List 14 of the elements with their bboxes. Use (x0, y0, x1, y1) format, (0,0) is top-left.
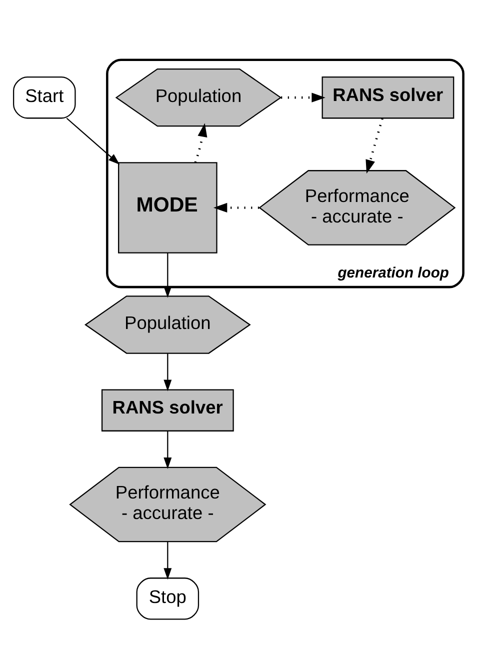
node-box: RANS solver (321, 76, 454, 119)
arrow (212, 202, 259, 213)
arrow (163, 252, 172, 298)
node-box: Start (12, 76, 76, 119)
arrow (365, 118, 383, 174)
arrow (66, 118, 120, 165)
node-box: RANS solver (100, 389, 234, 432)
node-box: Stop (136, 578, 199, 620)
arrow (163, 354, 172, 392)
arrow (194, 123, 207, 163)
arrow (280, 92, 325, 102)
node-box: MODE (118, 162, 217, 254)
arrow (163, 430, 172, 469)
arrow (163, 542, 172, 580)
